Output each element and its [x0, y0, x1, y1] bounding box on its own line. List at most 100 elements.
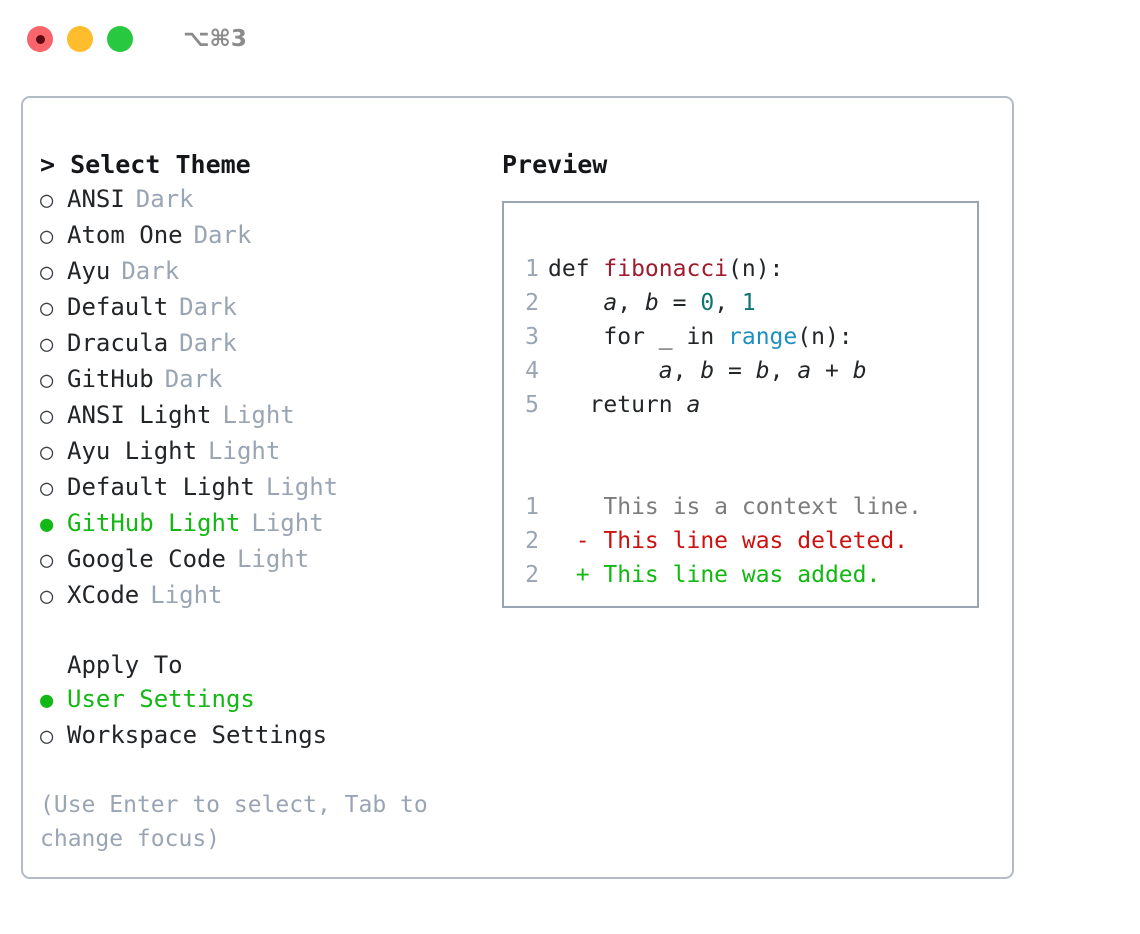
radio-unselected-icon: ○ [40, 548, 54, 573]
title-bar: ⌥⌘3 [0, 0, 1140, 78]
diff-line: 1 This is a context line. [518, 490, 977, 524]
theme-option-tag: Light [265, 473, 339, 501]
apply-to-option[interactable]: ○Workspace Settings [40, 718, 490, 754]
diff-line: 2 + This line was added. [518, 558, 977, 592]
theme-option-name: Ayu [67, 257, 111, 285]
line-number: 2 [525, 290, 539, 316]
code-token-plain: , [672, 358, 701, 384]
radio-unselected-icon: ○ [40, 476, 54, 501]
theme-option-tag: Dark [135, 185, 194, 213]
radio-unselected-icon: ○ [40, 584, 54, 609]
minimize-window-button[interactable] [67, 26, 93, 52]
code-line: 4 a, b = b, a + b [518, 354, 977, 388]
theme-option-tag: Dark [164, 365, 223, 393]
radio-unselected-icon: ○ [40, 260, 54, 285]
radio-unselected-icon: ○ [40, 404, 54, 429]
code-diff-spacer [518, 422, 977, 456]
radio-unselected-icon: ○ [40, 440, 54, 465]
theme-option[interactable]: ○ Ayu Dark [40, 254, 490, 290]
code-token-var: a [686, 392, 701, 418]
close-window-button[interactable] [27, 26, 53, 52]
code-token-plain: = [714, 358, 756, 384]
line-number: 4 [525, 358, 539, 384]
code-token-plain: , [714, 290, 742, 316]
code-token-plain: + [811, 358, 853, 384]
code-line-content: a, b = 0, 1 [548, 286, 756, 320]
diff-line: 2 - This line was deleted. [518, 524, 977, 558]
theme-option[interactable]: ○ Dracula Dark [40, 326, 490, 362]
radio-unselected-icon: ○ [40, 368, 54, 393]
radio-unselected-icon: ○ [40, 332, 54, 357]
code-token-plain: def [548, 256, 604, 282]
radio-unselected-icon: ○ [40, 188, 54, 213]
code-line-content: return a [548, 388, 701, 422]
theme-option-name: XCode [67, 581, 140, 609]
code-token-plain: return [548, 392, 687, 418]
code-token-plain: , [617, 290, 645, 316]
theme-option-name: GitHub [67, 365, 154, 393]
code-line-content: for _ in range(n): [548, 320, 853, 354]
line-number: 2 [525, 528, 539, 554]
code-token-plain: (n): [797, 324, 853, 350]
preview-heading: Preview [502, 150, 608, 179]
window-controls [27, 26, 133, 52]
theme-option-tag: Light [236, 545, 310, 573]
keyboard-shortcut-label: ⌥⌘3 [183, 26, 247, 52]
code-token-var: a [658, 358, 673, 384]
code-line: 3 for _ in range(n): [518, 320, 977, 354]
code-token-plain: , [769, 358, 798, 384]
code-line: 2 a, b = 0, 1 [518, 286, 977, 320]
theme-option-name: Default [67, 293, 169, 321]
theme-option-tag: Light [222, 401, 295, 429]
theme-option[interactable]: ○ GitHub Dark [40, 362, 490, 398]
diff-sample: 1 This is a context line.2 - This line w… [518, 490, 977, 592]
theme-option[interactable]: ○ ANSI Light Light [40, 398, 490, 434]
keyboard-hint-text: (Use Enter to select, Tab to change focu… [40, 792, 442, 852]
code-token-plain [548, 358, 659, 384]
radio-unselected-icon: ○ [40, 224, 54, 249]
radio-selected-icon: ● [40, 688, 54, 713]
code-diff-spacer-2 [518, 456, 977, 490]
code-token-fn: fibonacci [603, 256, 729, 282]
code-token-plain: (n): [728, 256, 784, 282]
theme-option[interactable]: ○ Default Light Light [40, 470, 490, 506]
code-token-var: b [852, 358, 867, 384]
radio-selected-icon: ● [40, 512, 54, 537]
apply-to-option-name: User Settings [67, 685, 255, 713]
theme-option-name: Dracula [67, 329, 169, 357]
select-theme-heading: > Select Theme [40, 150, 251, 179]
theme-option-tag: Dark [121, 257, 180, 285]
line-number: 1 [525, 256, 539, 282]
code-token-num: 1 [741, 290, 756, 316]
apply-to-option-name: Workspace Settings [67, 721, 328, 749]
theme-option-name: ANSI Light [67, 401, 212, 429]
code-line-content: a, b = b, a + b [548, 354, 867, 388]
line-number: 3 [525, 324, 539, 350]
diff-line-content: This is a context line. [548, 494, 922, 520]
line-number: 1 [525, 494, 539, 520]
code-token-plain: = [658, 290, 701, 316]
theme-option-name: Default Light [67, 473, 255, 501]
theme-option-name: Atom One [67, 221, 183, 249]
code-token-num: 0 [700, 290, 715, 316]
code-token-plain [548, 290, 603, 316]
apply-to-list: ● User Settings ○Workspace Settings [40, 682, 490, 754]
maximize-window-button[interactable] [107, 26, 133, 52]
theme-option-tag: Dark [179, 329, 237, 357]
line-number: 5 [525, 392, 539, 418]
apply-to-option[interactable]: ● User Settings [40, 682, 490, 718]
theme-option-tag: Dark [179, 293, 237, 321]
code-line: 5 return a [518, 388, 977, 422]
